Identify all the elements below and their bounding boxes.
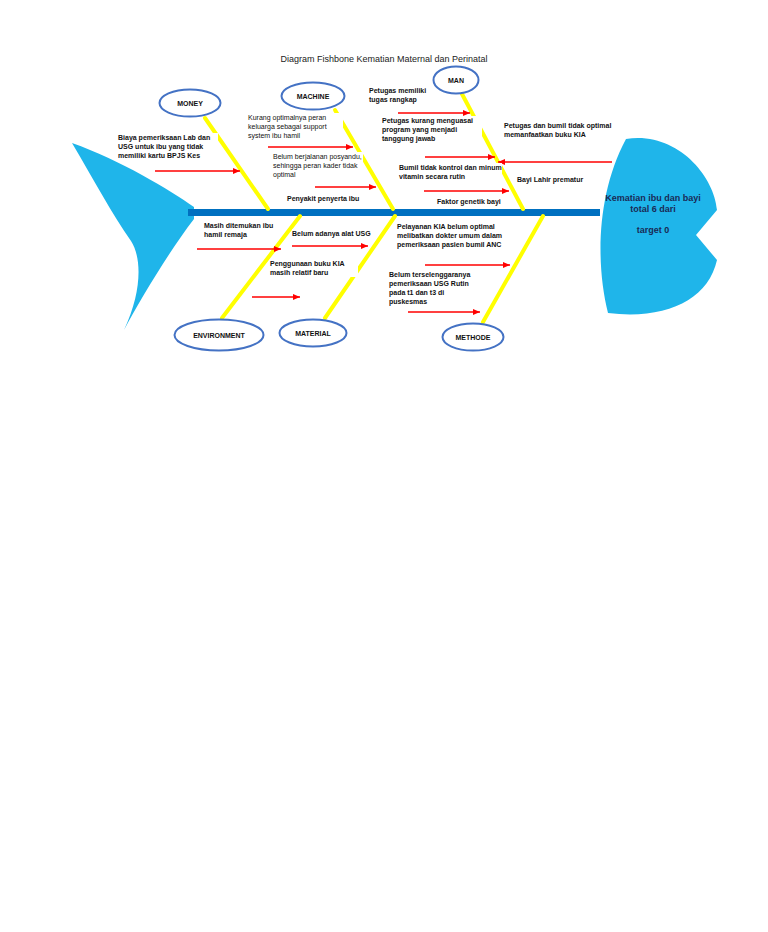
effect-text: target 0 xyxy=(600,225,706,236)
cause-arrow xyxy=(197,248,281,250)
cause-text: Kurang optimalnya peran keluarga sebagai… xyxy=(248,113,343,140)
cause-text: Penyakit penyerta ibu xyxy=(287,194,359,203)
diagram-title: Diagram Fishbone Kematian Maternal dan P… xyxy=(0,54,768,64)
cause-text: Belum terselenggaranya pemeriksaan USG R… xyxy=(389,270,484,306)
category-name: MONEY xyxy=(177,99,203,108)
category-name: METHODE xyxy=(456,333,491,342)
category-name: MATERIAL xyxy=(295,329,331,338)
cause-arrow xyxy=(408,311,480,313)
ellipse-shape xyxy=(434,67,479,94)
cause-arrow xyxy=(424,190,509,192)
cause-arrow xyxy=(425,264,510,266)
cause-text: Masih ditemukan ibu hamil remaja xyxy=(204,221,274,239)
category-ellipse: METHODE xyxy=(441,322,505,352)
category-ellipse: MONEY xyxy=(158,88,222,118)
cause-text: Petugas dan bumil tidak optimal memanfaa… xyxy=(504,121,612,139)
category-name: ENVIRONMENT xyxy=(193,331,245,340)
fish-head: Kematian ibu dan bayi total 6 dari target… xyxy=(596,135,718,317)
cause-arrow xyxy=(498,161,612,163)
category-ellipse: MACHINE xyxy=(280,81,346,111)
category-ellipse: MATERIAL xyxy=(278,318,348,348)
category-ellipse: MAN xyxy=(432,65,480,95)
cause-arrow xyxy=(425,156,495,158)
cause-text: Petugas memiliki tugas rangkap xyxy=(369,86,431,104)
cause-arrow xyxy=(252,296,300,298)
cause-text: Penggunaan buku KIA masih relatif baru xyxy=(270,259,358,277)
cause-text: Bayi Lahir prematur xyxy=(517,175,583,184)
cause-arrow xyxy=(315,186,376,188)
cause-text: Biaya pemeriksaan Lab dan USG untuk ibu … xyxy=(118,133,218,160)
ellipse-shape xyxy=(160,90,221,117)
cause-text: Belum adanya alat USG xyxy=(292,229,371,238)
category-name: MAN xyxy=(448,76,464,85)
ellipse-shape xyxy=(175,320,264,351)
category-name: MACHINE xyxy=(297,92,330,101)
cause-text: Pelayanan KIA belum optimal melibatkan d… xyxy=(397,222,515,249)
cause-text: Petugas kurang menguasai program yang me… xyxy=(382,116,482,143)
cause-arrow xyxy=(155,170,240,172)
category-ellipse: ENVIRONMENT xyxy=(173,318,265,352)
cause-arrow xyxy=(292,245,368,247)
cause-text: Bumil tidak kontrol dan minum vitamin se… xyxy=(399,163,502,181)
ellipse-shape xyxy=(443,324,504,351)
ellipse-shape xyxy=(280,320,347,347)
head-shape xyxy=(601,138,717,314)
ellipse-shape xyxy=(282,83,345,110)
cause-text: Faktor genetik bayi xyxy=(437,197,501,206)
cause-arrow xyxy=(398,112,470,114)
effect-text: Kematian ibu dan bayi total 6 dari xyxy=(600,193,706,215)
cause-text: Belum berjalanan posyandu, sehingga pera… xyxy=(273,152,363,179)
cause-arrow xyxy=(268,146,353,148)
